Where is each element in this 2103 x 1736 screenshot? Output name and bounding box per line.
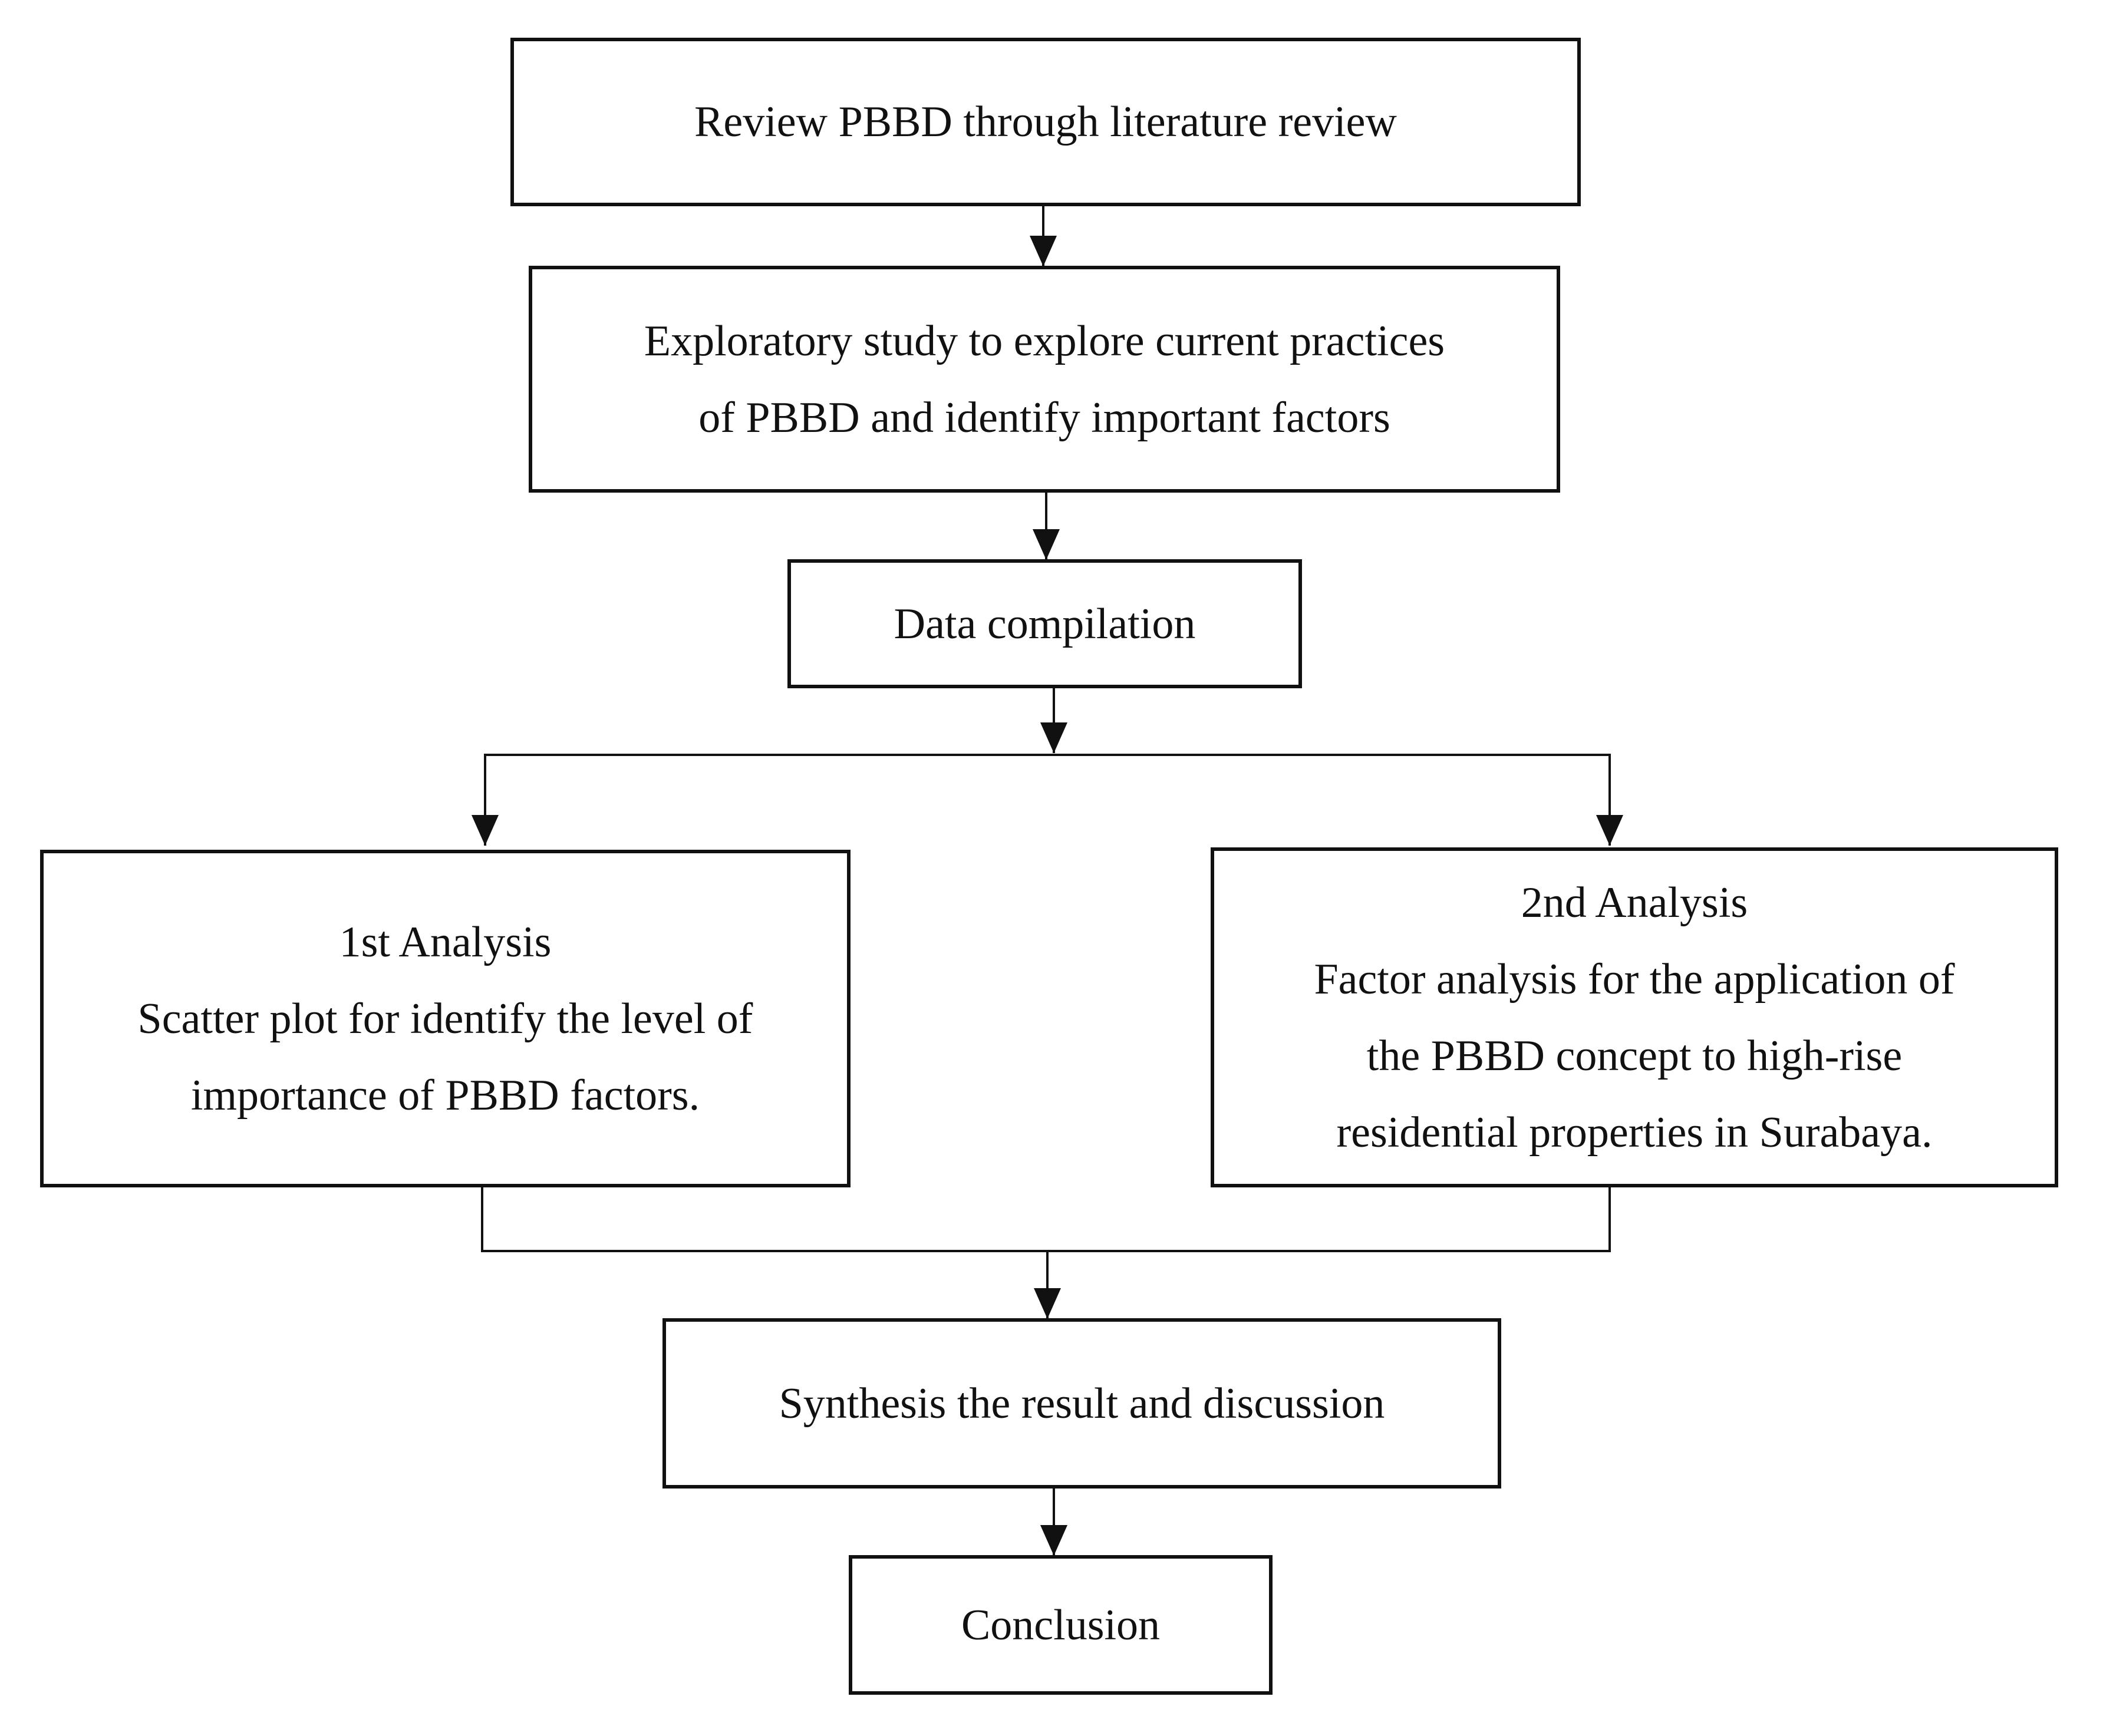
exploratory-study-box-line-2: of PBBD and identify important factors <box>698 393 1390 442</box>
second-analysis-box-line-4: residential properties in Surabaya. <box>1336 1108 1933 1157</box>
exploratory-study-box: Exploratory study to explore current pra… <box>529 266 1560 493</box>
first-analysis-box-line-3: importance of PBBD factors. <box>190 1071 700 1120</box>
review-box: Review PBBD through literature review <box>510 38 1581 206</box>
arrowhead-synthesis <box>1034 1288 1061 1319</box>
review-box-line-1: Review PBBD through literature review <box>694 98 1397 146</box>
synthesis-box-line-1: Synthesis the result and discussion <box>779 1379 1385 1428</box>
second-analysis-box-line-3: the PBBD concept to high-rise <box>1366 1031 1903 1080</box>
merge-connector <box>481 1187 1611 1252</box>
arrowhead-conclusion <box>1040 1525 1067 1556</box>
conclusion-box: Conclusion <box>849 1555 1273 1695</box>
first-analysis-box-line-2: Scatter plot for identify the level of <box>137 994 753 1043</box>
arrowhead-compilation <box>1033 529 1060 560</box>
second-analysis-box-line-2: Factor analysis for the application of <box>1314 955 1955 1004</box>
second-analysis-box-line-1: 2nd Analysis <box>1521 878 1748 927</box>
arrowhead-exploratory <box>1030 236 1057 266</box>
data-compilation-box-line-1: Data compilation <box>894 599 1196 648</box>
split-connector <box>484 754 1611 846</box>
synthesis-box: Synthesis the result and discussion <box>662 1318 1501 1489</box>
arrowhead-analysis1 <box>472 815 499 846</box>
first-analysis-box-line-1: 1st Analysis <box>339 917 552 966</box>
data-compilation-box: Data compilation <box>787 559 1302 688</box>
exploratory-study-box-line-1: Exploratory study to explore current pra… <box>644 316 1445 365</box>
arrowhead-split <box>1040 722 1067 753</box>
arrowhead-analysis2 <box>1596 815 1623 846</box>
conclusion-box-line-1: Conclusion <box>961 1600 1161 1649</box>
